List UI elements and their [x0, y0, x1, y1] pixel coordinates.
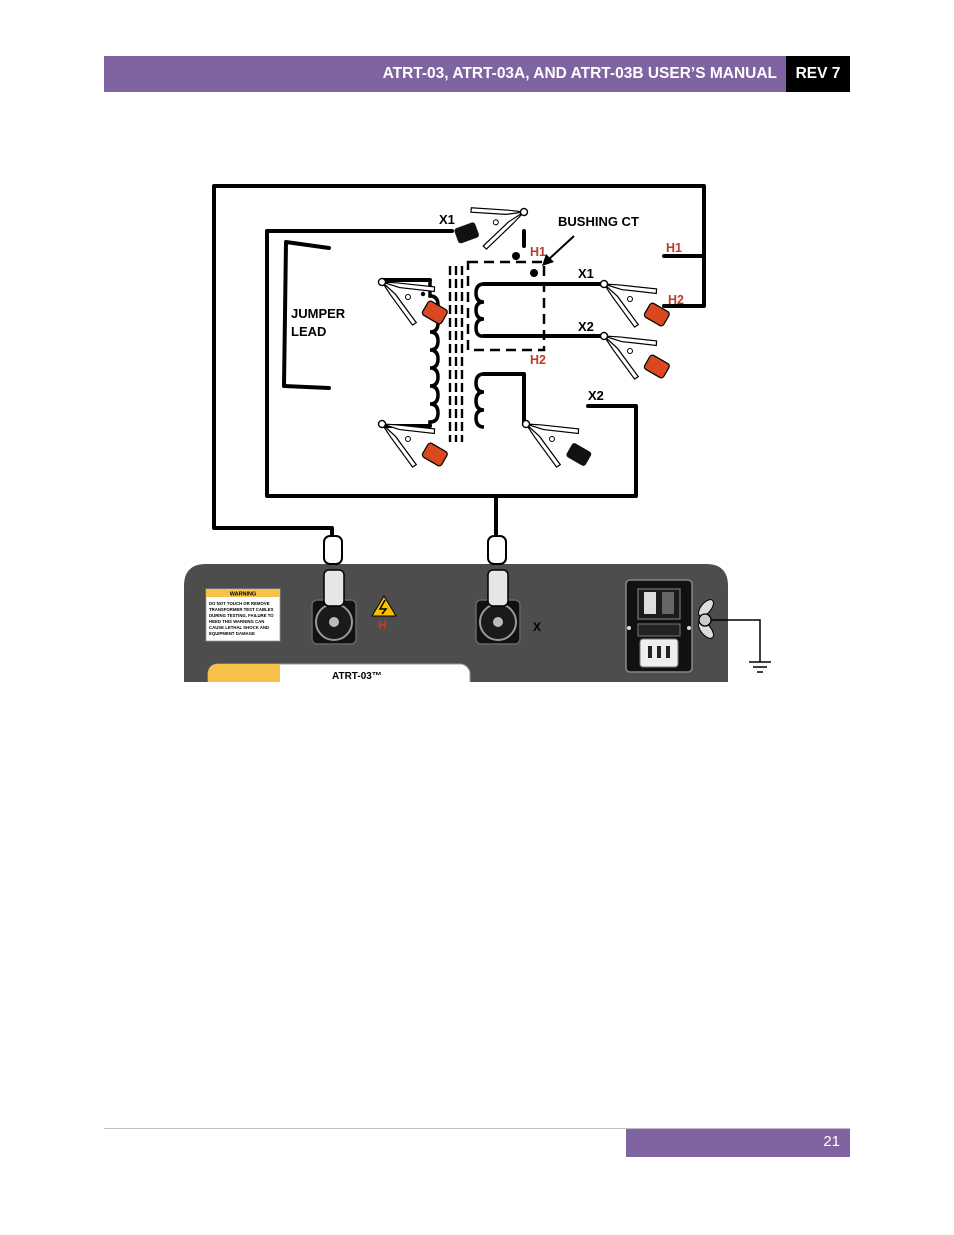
- clip-jumper-top: [367, 260, 448, 327]
- transformer-core: [448, 266, 464, 442]
- warning-line-2: TRANSFORMER TEST CABLES: [209, 607, 274, 612]
- label-clip-h2: H2: [668, 293, 684, 307]
- clip-h2: [589, 314, 670, 381]
- terminal-x-connector: [475, 535, 521, 645]
- label-clip-h1: H1: [666, 241, 682, 255]
- label-ct-x1: X1: [578, 266, 594, 281]
- ground-terminal: [698, 599, 761, 662]
- hazard-icon: [371, 595, 397, 617]
- label-ct-x2: X2: [578, 319, 594, 334]
- label-bushing-ct: BUSHING CT: [558, 214, 639, 229]
- footer-page-bar: 21: [626, 1129, 850, 1157]
- clip-x2-bottom: [511, 402, 592, 469]
- warning-label: WARNING DO NOT TOUCH OR REMOVE TRANSFORM…: [205, 588, 281, 642]
- clip-jumper-bottom: [367, 402, 448, 469]
- power-inlet: [625, 579, 693, 673]
- warning-line-1: DO NOT TOUCH OR REMOVE: [209, 601, 270, 606]
- label-x2-bottom: X2: [588, 388, 604, 403]
- label-x1-top: X1: [439, 212, 455, 227]
- footer-rule: [104, 1128, 850, 1129]
- product-nameplate: ATRT-03™: [207, 663, 471, 695]
- terminal-x-label: X: [533, 620, 541, 634]
- bushing-ct-box: [466, 260, 546, 352]
- revision-badge: REV 7: [786, 56, 850, 92]
- terminal-h-label: H: [378, 618, 387, 632]
- warning-title: WARNING: [230, 592, 257, 598]
- warning-line-6: EQUIPMENT DAMAGE: [209, 631, 255, 636]
- header-bar: [104, 56, 786, 92]
- connection-diagram: X1 BUSHING CT H1 H2 X1 X2 H1 H2 X2 JUMPE…: [184, 176, 784, 695]
- clip-x1-top: [454, 189, 536, 251]
- product-name: ATRT-03™: [332, 671, 382, 682]
- label-h2-ct: H2: [530, 353, 546, 367]
- manual-title: ATRT-03, ATRT-03A, AND ATRT-03B USER’S M…: [382, 65, 777, 82]
- instrument-panel: [184, 564, 728, 682]
- label-h1-ct: H1: [530, 245, 546, 259]
- warning-line-5: CAUSE LETHAL SHOCK AND: [209, 625, 269, 630]
- label-jumper-2: LEAD: [291, 324, 326, 339]
- ct-winding: [474, 282, 485, 338]
- clip-h1: [589, 262, 670, 329]
- warning-line-4: HEED THIS WARNING CAN: [209, 619, 264, 624]
- warning-line-3: DURING TESTING. FAILURE TO: [209, 613, 274, 618]
- label-jumper-1: JUMPER: [291, 306, 346, 321]
- page-number: 21: [823, 1133, 840, 1150]
- secondary-winding: [474, 372, 485, 429]
- terminal-h-connector: [311, 535, 357, 645]
- ground-icon: [749, 661, 771, 673]
